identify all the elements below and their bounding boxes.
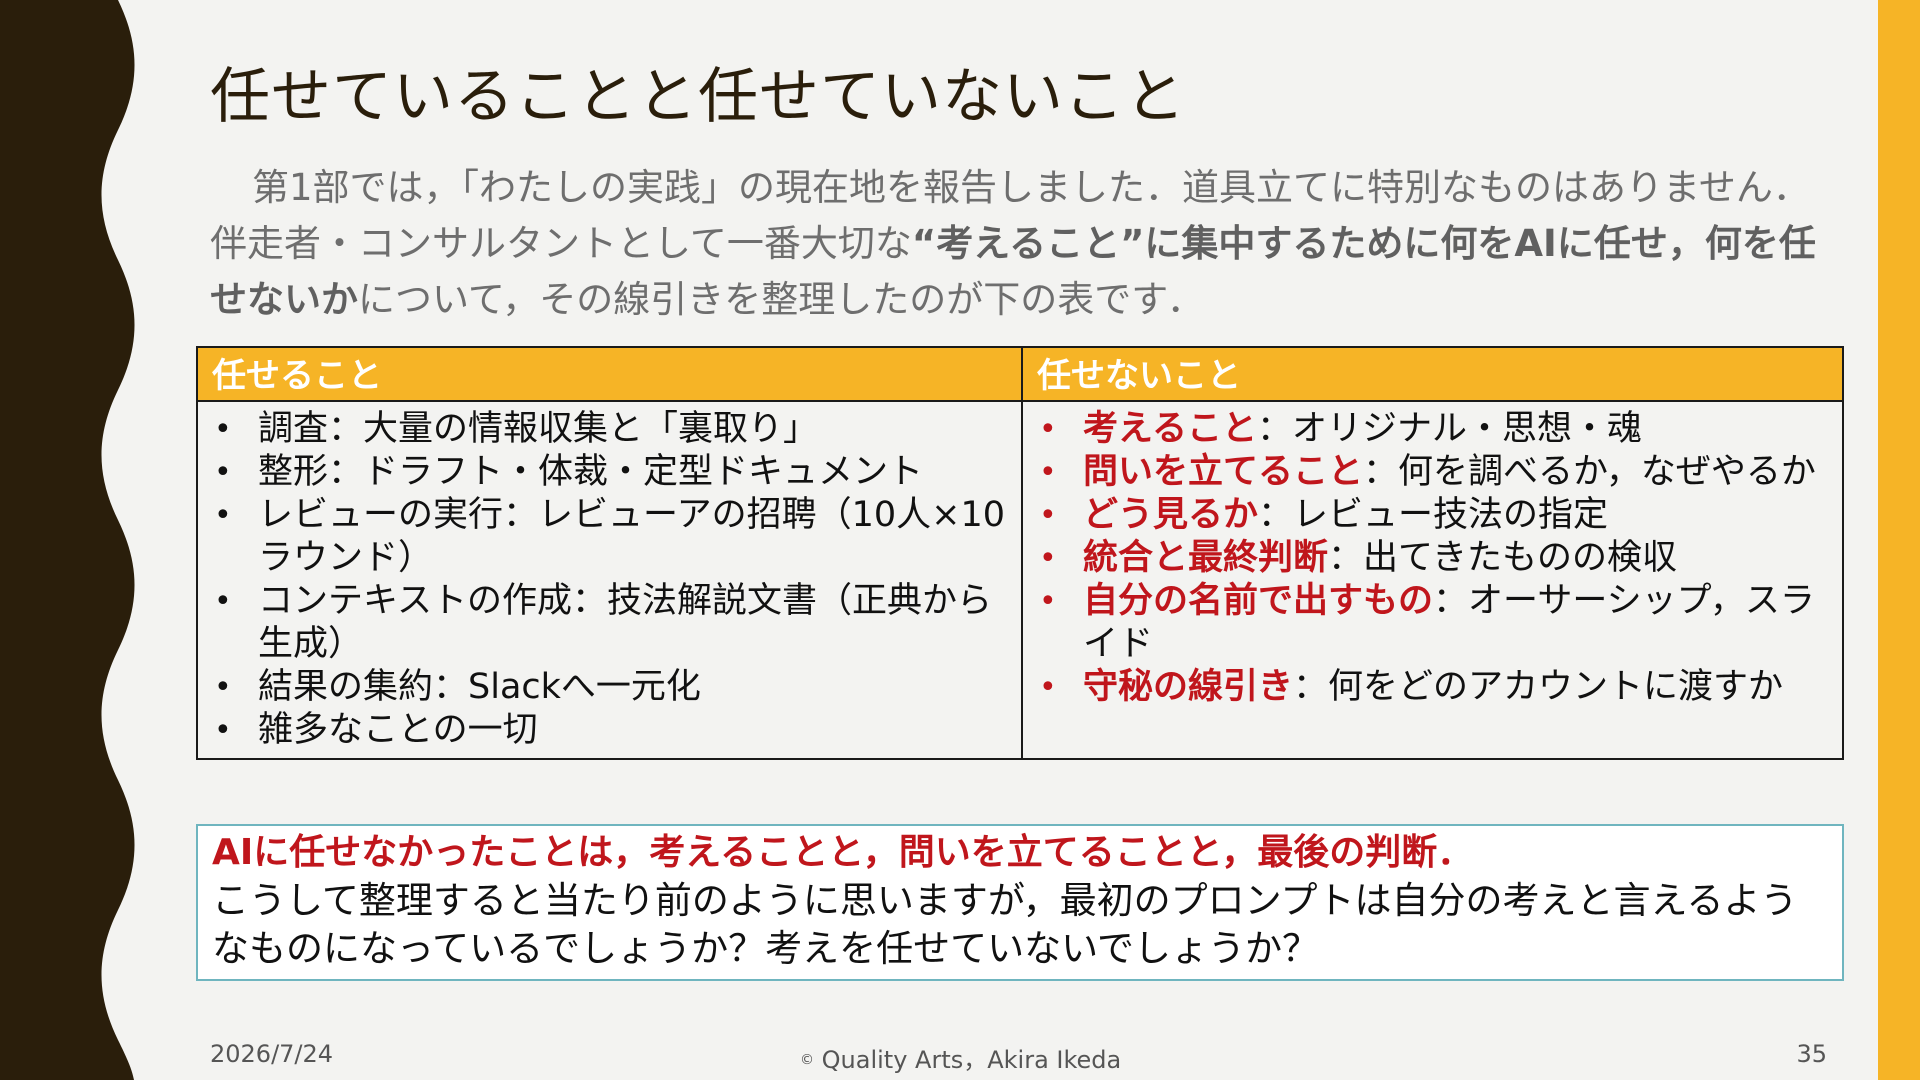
header-delegated: 任せること xyxy=(196,346,1023,402)
bullet-icon: • xyxy=(214,670,232,705)
bullet-icon: • xyxy=(214,584,232,619)
list-item-emphasis: 自分の名前で出すもの xyxy=(1083,581,1434,621)
list-item-text: 調査：大量の情報収集と「裏取り」 xyxy=(258,409,819,449)
bullet-icon: • xyxy=(1039,670,1057,705)
list-item-text: ：オリジナル・思想・魂 xyxy=(1256,409,1642,449)
callout-body: こうして整理すると当たり前のように思いますが，最初のプロンプトは自分の考えと言え… xyxy=(212,879,1798,970)
delegated-cell: • 調査：大量の情報収集と「裏取り」 • 整形：ドラフト・体裁・定型ドキュメント •… xyxy=(196,400,1023,760)
header-not-delegated: 任せないこと xyxy=(1021,346,1844,402)
intro-text-1: 第1部では，「わたしの実践」の現在地を報告しました．道具立てに特別なものはありま… xyxy=(210,166,1810,265)
list-item: • 整形：ドラフト・体裁・定型ドキュメント xyxy=(208,451,1007,494)
bullet-icon: • xyxy=(214,455,232,490)
list-item-text: 整形：ドラフト・体裁・定型ドキュメント xyxy=(258,452,924,492)
list-item: • 守秘の線引き：何をどのアカウントに渡すか xyxy=(1033,666,1828,709)
list-item: • コンテキストの作成：技法解説文書（正典から生成） xyxy=(208,580,1007,666)
list-item-text: ：何を調べるか，なぜやるか xyxy=(1363,452,1816,492)
list-item: • どう見るか：レビュー技法の指定 xyxy=(1033,494,1828,537)
wavy-edge-decoration xyxy=(0,0,135,1080)
list-item-emphasis: 問いを立てること xyxy=(1083,452,1364,492)
list-item: • 考えること：オリジナル・思想・魂 xyxy=(1033,408,1828,451)
list-item-text: レビューの実行：レビューアの招聘（10人×10ラウンド） xyxy=(258,495,1006,578)
intro-bold-text: “考えること”に集中するために何をAIに任せ，何を任せないか xyxy=(210,222,1816,321)
list-item-text: 雑多なことの一切 xyxy=(258,710,538,750)
list-item: • 調査：大量の情報収集と「裏取り」 xyxy=(208,408,1007,451)
intro-paragraph: 第1部では，「わたしの実践」の現在地を報告しました．道具立てに特別なものはありま… xyxy=(210,160,1835,328)
intro-text-2: について，その線引きを整理したのが下の表です． xyxy=(358,278,1204,321)
list-item-text: ：オーサーシップ，スライド xyxy=(1083,581,1815,664)
slide-title: 任せていることと任せていないこと xyxy=(210,62,1186,132)
bullet-icon: • xyxy=(1039,455,1057,490)
list-item-emphasis: 統合と最終判断 xyxy=(1083,538,1329,578)
list-item-text: ：出てきたものの検収 xyxy=(1328,538,1677,578)
not-delegated-cell: • 考えること：オリジナル・思想・魂 • 問いを立てること：何を調べるか，なぜやるか… xyxy=(1021,400,1844,760)
list-item-emphasis: 守秘の線引き xyxy=(1083,667,1294,707)
list-item: • 自分の名前で出すもの：オーサーシップ，スライド xyxy=(1033,580,1828,666)
bullet-icon: • xyxy=(214,412,232,447)
summary-callout: AIに任せなかったことは，考えることと，問いを立てることと，最後の判断． こうし… xyxy=(196,824,1844,981)
bullet-icon: • xyxy=(1039,498,1057,533)
list-item-text: コンテキストの作成：技法解説文書（正典から生成） xyxy=(258,581,992,664)
delegation-table: 任せること 任せないこと • 調査：大量の情報収集と「裏取り」 • 整形：ドラフト・… xyxy=(196,346,1844,760)
footer-copyright: © Quality Arts，Akira Ikeda xyxy=(800,1040,1121,1075)
list-item: • レビューの実行：レビューアの招聘（10人×10ラウンド） xyxy=(208,494,1007,580)
callout-heading: AIに任せなかったことは，考えることと，問いを立てることと，最後の判断． xyxy=(212,832,1474,873)
list-item: • 問いを立てること：何を調べるか，なぜやるか xyxy=(1033,451,1828,494)
page-number: 35 xyxy=(1796,1040,1827,1068)
delegated-list: • 調査：大量の情報収集と「裏取り」 • 整形：ドラフト・体裁・定型ドキュメント •… xyxy=(208,408,1007,752)
list-item: • 統合と最終判断：出てきたものの検収 xyxy=(1033,537,1828,580)
copyright-symbol: © xyxy=(800,1052,814,1068)
accent-side-bar xyxy=(1878,0,1920,1080)
bullet-icon: • xyxy=(214,498,232,533)
bullet-icon: • xyxy=(1039,584,1057,619)
bullet-icon: • xyxy=(214,713,232,748)
list-item: • 結果の集約：Slackへ一元化 xyxy=(208,666,1007,709)
list-item-text: ：何をどのアカウントに渡すか xyxy=(1293,667,1784,707)
list-item-emphasis: 考えること xyxy=(1083,409,1257,449)
bullet-icon: • xyxy=(1039,541,1057,576)
list-item-text: ：レビュー技法の指定 xyxy=(1258,495,1609,535)
list-item-text: 結果の集約：Slackへ一元化 xyxy=(258,667,701,707)
list-item-emphasis: どう見るか xyxy=(1083,495,1259,535)
not-delegated-list: • 考えること：オリジナル・思想・魂 • 問いを立てること：何を調べるか，なぜやるか… xyxy=(1033,408,1828,709)
list-item: • 雑多なことの一切 xyxy=(208,709,1007,752)
bullet-icon: • xyxy=(1039,412,1057,447)
footer-date: 2026/7/24 xyxy=(210,1040,334,1068)
copyright-text: Quality Arts，Akira Ikeda xyxy=(821,1046,1122,1074)
